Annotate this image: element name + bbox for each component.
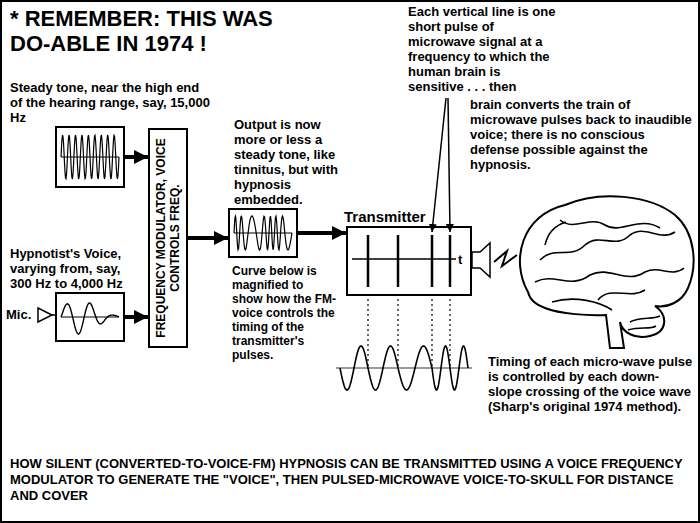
- cerebellum-fold: [630, 316, 660, 322]
- voice-wave: [61, 303, 119, 334]
- signal-arrow: [125, 155, 148, 159]
- curve-note: Curve below is magnified to show how the…: [232, 264, 336, 362]
- diagram-title: * REMEMBER: THIS WAS DO-ABLE IN 1974 !: [10, 6, 310, 56]
- horn-antenna: [472, 243, 490, 277]
- fm-wave: [234, 216, 292, 250]
- microphone-symbol: [38, 308, 52, 322]
- leader-line: [432, 98, 446, 232]
- microwave-pulse: [397, 235, 400, 287]
- box-heading: Hypnotist's Voice, varying from, say, 30…: [10, 246, 142, 291]
- brain-gyrus: [560, 220, 660, 228]
- leader-line: [448, 98, 450, 232]
- microwave-pulse: [431, 235, 434, 287]
- brain-gyrus: [545, 222, 566, 245]
- brain-gyrus: [540, 231, 675, 260]
- signal-arrow: [188, 236, 228, 240]
- brain-gyrus: [598, 290, 645, 300]
- mic-label: Mic.: [6, 307, 40, 322]
- box-heading: Steady tone, near the high end of the he…: [10, 80, 210, 125]
- diagram-caption: HOW SILENT (CONVERTED-TO-VOICE-FM) HYPNO…: [10, 456, 690, 504]
- timing-dotted-line: [367, 299, 368, 366]
- timing-dotted-line: [431, 299, 432, 366]
- signal-axis: [61, 317, 119, 318]
- brain-gyrus: [535, 268, 684, 282]
- modulator-box: FREQUENCY MODULATOR, VOICE CONTROLS FREQ…: [148, 128, 188, 348]
- cerebellum-fold: [628, 326, 656, 330]
- temporal-fissure: [552, 299, 612, 310]
- tone-wave: [61, 135, 119, 179]
- signal-arrow: [298, 231, 346, 235]
- microwave-pulse: [367, 235, 370, 287]
- transmitter-box: Transmitter: [346, 226, 472, 296]
- timing-dotted-line: [449, 299, 450, 366]
- brain-drawing: [520, 196, 694, 348]
- voice-box: Hypnotist's Voice, varying from, say, 30…: [55, 292, 125, 342]
- signal-arrow: [125, 315, 148, 319]
- time-axis-label: t: [458, 252, 470, 267]
- curve-axis: [336, 368, 472, 369]
- modulator-label: FREQUENCY MODULATOR, VOICE CONTROLS FREQ…: [154, 134, 182, 342]
- box-heading: Transmitter: [344, 208, 474, 225]
- output-box: Output is now more or less a steady tone…: [228, 208, 298, 258]
- brain-outline: [520, 196, 694, 348]
- microwave-pulse: [449, 235, 452, 287]
- timing-dotted-line: [397, 299, 398, 366]
- brain-note: brain converts the train of microwave pu…: [470, 97, 696, 172]
- timing-note: Timing of each micro-wave pulse is contr…: [488, 354, 693, 414]
- pulse-note: Each vertical line is one short pulse of…: [408, 4, 558, 94]
- box-heading: Output is now more or less a steady tone…: [234, 117, 352, 207]
- tone-box: Steady tone, near the high end of the he…: [55, 126, 125, 188]
- microwave-zigzag: [494, 251, 517, 266]
